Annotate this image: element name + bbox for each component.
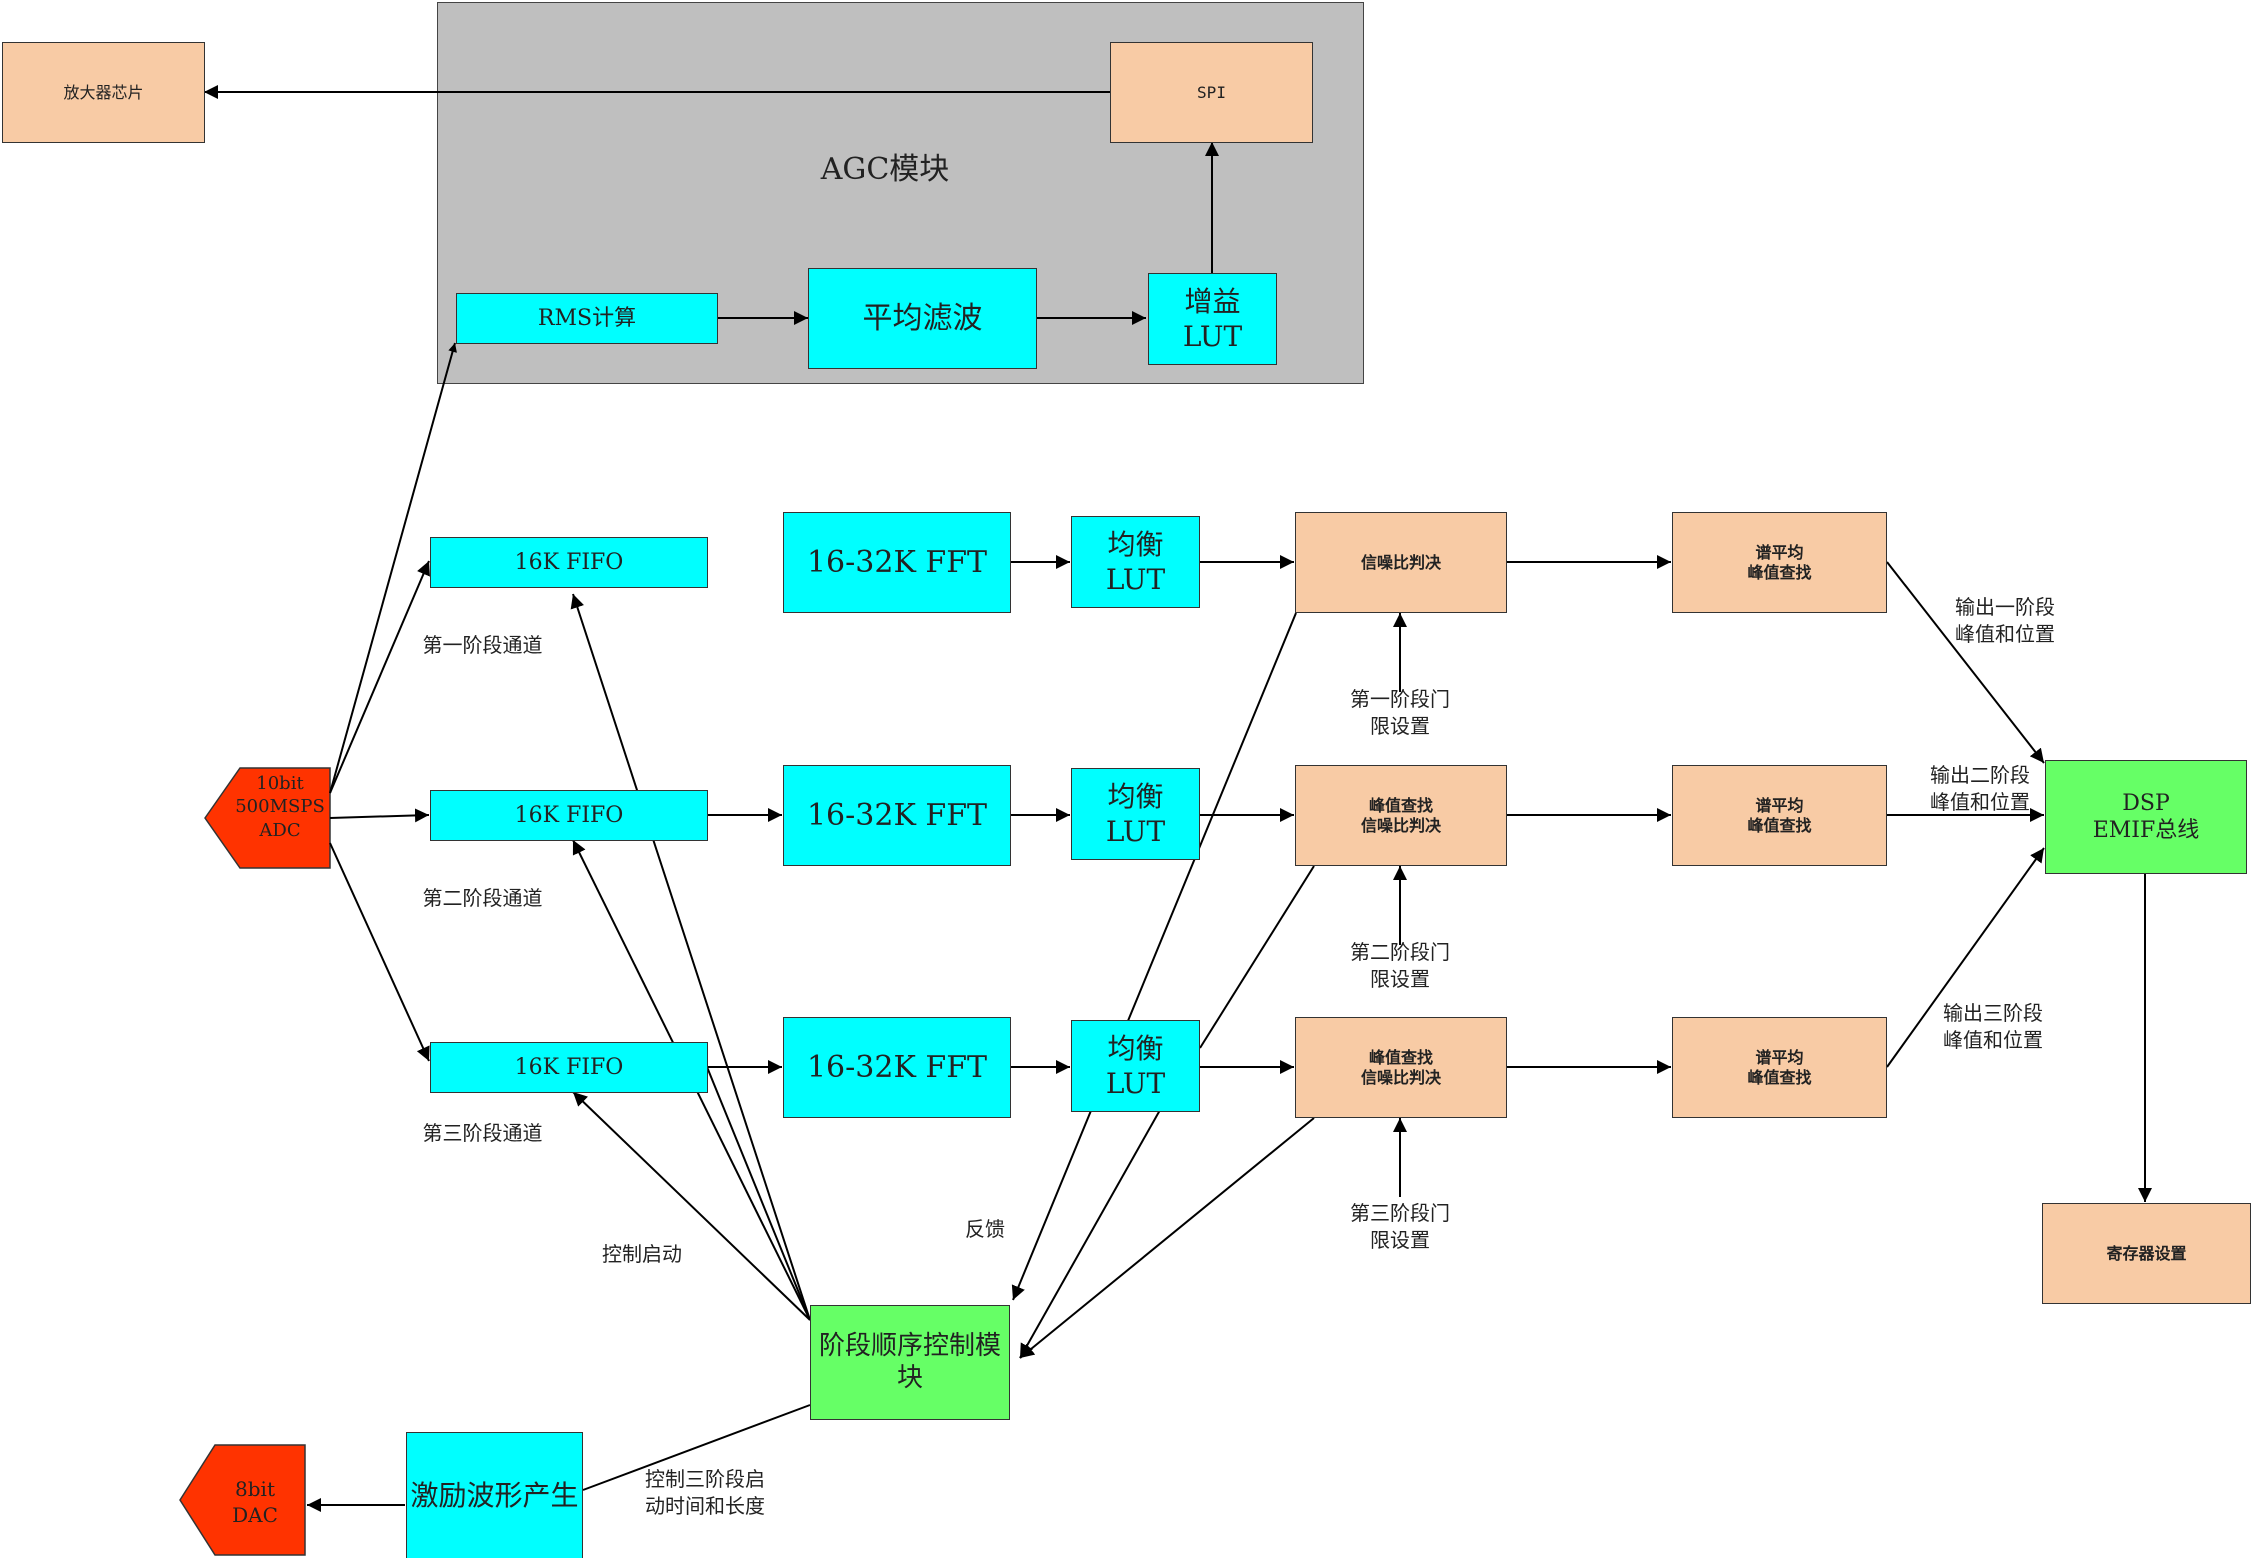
feedback-label: 反馈 — [965, 1217, 1005, 1241]
spectrum-peak-block-1: 谱平均 峰值查找 — [1672, 512, 1887, 613]
register-settings-block: 寄存器设置 — [2042, 1203, 2251, 1304]
snr-decision-block-1: 信噪比判决 — [1295, 512, 1507, 613]
fft-block-2: 16-32K FFT — [783, 765, 1011, 866]
average-filter-block: 平均滤波 — [808, 268, 1037, 369]
spectrum-peak-block-2: 谱平均 峰值查找 — [1672, 765, 1887, 866]
channel-label-3: 第三阶段通道 — [422, 1121, 543, 1145]
fifo-block-1: 16K FIFO — [430, 537, 708, 588]
stage-sequence-control-block: 阶段顺序控制模 块 — [810, 1305, 1010, 1420]
eq-lut-block-2: 均衡 LUT — [1071, 768, 1200, 860]
rms-calc-block: RMS计算 — [456, 293, 718, 344]
fifo-block-3: 16K FIFO — [430, 1042, 708, 1093]
amplifier-chip-block: 放大器芯片 — [2, 42, 205, 143]
fft-block-3: 16-32K FFT — [783, 1017, 1011, 1118]
output-label-2: 输出二阶段 峰值和位置 — [1930, 763, 2030, 814]
fft-block-1: 16-32K FFT — [783, 512, 1011, 613]
eq-lut-block-3: 均衡 LUT — [1071, 1020, 1200, 1112]
threshold-label-2: 第二阶段门 限设置 — [1350, 940, 1450, 991]
dac-label: 8bit DAC — [232, 1477, 278, 1527]
control-start-label: 控制启动 — [602, 1242, 682, 1266]
output-label-1: 输出一阶段 峰值和位置 — [1955, 595, 2055, 646]
adc-label: 10bit 500MSPS ADC — [235, 773, 325, 841]
threshold-label-1: 第一阶段门 限设置 — [1350, 687, 1450, 738]
agc-module-title: AGC模块 — [820, 152, 950, 187]
fifo-block-2: 16K FIFO — [430, 790, 708, 841]
threshold-label-3: 第三阶段门 限设置 — [1350, 1201, 1450, 1252]
dac-shape — [179, 1444, 306, 1556]
excitation-waveform-block: 激励波形产生 — [406, 1432, 583, 1558]
output-label-3: 输出三阶段 峰值和位置 — [1943, 1001, 2043, 1052]
snr-decision-block-2: 峰值查找 信噪比判决 — [1295, 765, 1507, 866]
spectrum-peak-block-3: 谱平均 峰值查找 — [1672, 1017, 1887, 1118]
eq-lut-block-1: 均衡 LUT — [1071, 516, 1200, 608]
control-three-stage-label: 控制三阶段启 动时间和长度 — [645, 1467, 765, 1518]
gain-lut-block: 增益 LUT — [1148, 273, 1277, 365]
dsp-emif-block: DSP EMIF总线 — [2045, 760, 2247, 874]
channel-label-1: 第一阶段通道 — [422, 633, 543, 657]
channel-label-2: 第二阶段通道 — [422, 886, 543, 910]
spi-block: SPI — [1110, 42, 1313, 143]
snr-decision-block-3: 峰值查找 信噪比判决 — [1295, 1017, 1507, 1118]
